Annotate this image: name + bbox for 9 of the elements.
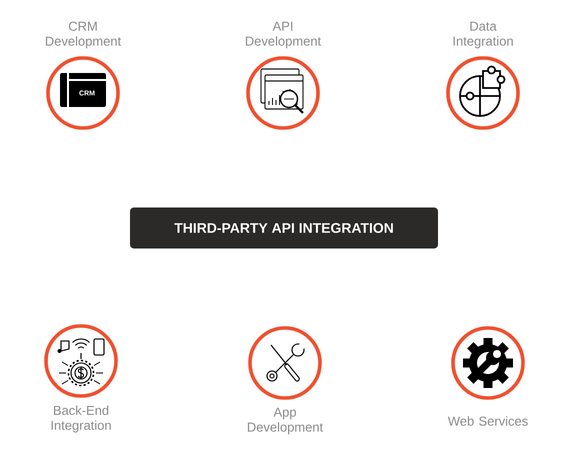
icon-ring (44, 324, 118, 398)
node-label: CRM Development (46, 22, 122, 48)
node-label: Web Services (448, 416, 528, 426)
node-label: Back-End Integration (52, 405, 111, 432)
node-label: App Development (248, 408, 324, 434)
node-label: API Development (246, 22, 322, 48)
icon-ring (248, 326, 322, 400)
title-box: THIRD-PARTY API INTEGRATION (130, 208, 438, 248)
node-label: Data Integration (454, 22, 513, 48)
